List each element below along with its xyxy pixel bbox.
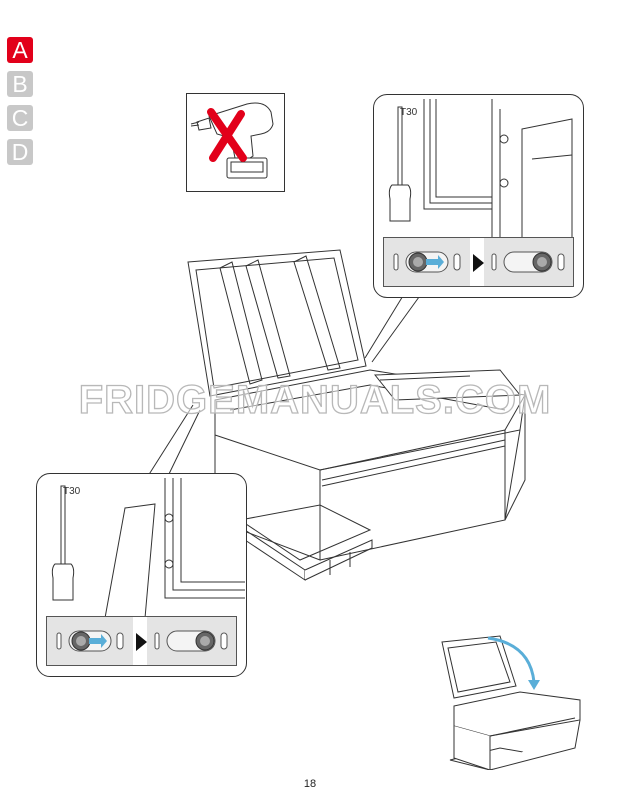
motion-arrow-icon xyxy=(426,255,444,269)
lid-rotation-overview xyxy=(441,635,581,770)
step-tab-a: A xyxy=(7,37,33,63)
screw-adjustment-inset xyxy=(46,616,237,666)
step-tab-c: C xyxy=(7,105,33,131)
next-step-arrow-icon xyxy=(136,633,147,651)
cordless-drill-icon xyxy=(190,102,274,179)
page-number: 18 xyxy=(303,778,317,790)
step-tab-d: D xyxy=(7,139,33,165)
torx-screwdriver-icon xyxy=(51,485,75,601)
step-tabs: A B C D xyxy=(7,37,34,173)
rotation-arrow-icon xyxy=(487,636,536,683)
torx-size-label: T30 xyxy=(400,107,418,118)
prohibited-drill-panel xyxy=(186,93,285,192)
screw-left-position-icon xyxy=(56,630,124,652)
torx-screwdriver-icon xyxy=(388,106,412,222)
detail-callout-top: T30 xyxy=(373,94,584,298)
screw-left-position-icon xyxy=(393,251,461,273)
screw-right-position-icon xyxy=(154,630,228,652)
hinge-bracket-drawing xyxy=(104,478,245,619)
next-step-arrow-icon xyxy=(473,254,484,272)
prohibited-x-icon xyxy=(207,108,247,162)
motion-arrow-icon xyxy=(89,634,107,648)
screw-right-position-icon xyxy=(491,251,565,273)
torx-size-label: T30 xyxy=(63,486,81,497)
step-tab-b: B xyxy=(7,71,33,97)
hinge-bracket-drawing xyxy=(423,99,573,240)
screw-adjustment-inset xyxy=(383,237,574,287)
detail-callout-bottom: T30 xyxy=(36,473,247,677)
